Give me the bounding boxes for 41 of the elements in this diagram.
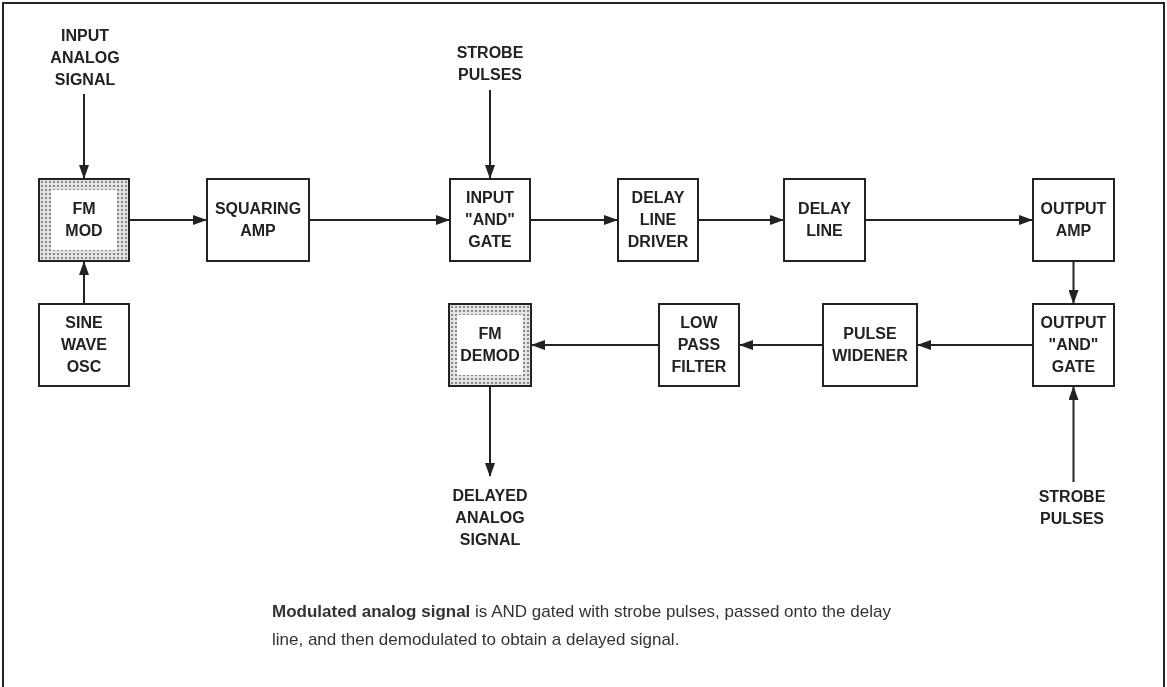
arrow — [485, 386, 495, 477]
signal-label: DELAYED ANALOG SIGNAL — [451, 486, 529, 550]
process-block — [449, 178, 531, 262]
block-label: OUTPUT "AND" GATE — [1039, 313, 1108, 377]
block-label: FM MOD — [64, 199, 104, 241]
block-label: SINE WAVE OSC — [60, 313, 108, 377]
arrow — [917, 340, 1033, 350]
process-block — [822, 303, 918, 387]
arrow — [530, 215, 618, 225]
process-block — [1032, 178, 1115, 262]
arrow — [79, 93, 89, 179]
arrow — [1068, 261, 1079, 304]
block-label: LOW PASS FILTER — [670, 313, 728, 377]
process-block — [617, 178, 699, 262]
block-label: DELAY LINE — [797, 199, 852, 241]
block-label: PULSE WIDENER — [831, 324, 909, 366]
block-label: OUTPUT AMP — [1039, 199, 1108, 241]
arrow — [129, 215, 207, 225]
process-block — [206, 178, 310, 262]
arrow — [531, 340, 659, 350]
shaded-block — [448, 303, 532, 387]
signal-label: STROBE PULSES — [455, 43, 525, 85]
process-block — [658, 303, 740, 387]
process-block — [38, 303, 130, 387]
arrow — [79, 261, 89, 304]
block-label: INPUT "AND" GATE — [464, 188, 516, 252]
caption: Modulated analog signal is AND gated with strobe pulses, passed onto the delay line, and then demodulated to obtain a delayed signal. — [272, 601, 892, 651]
arrow — [865, 215, 1033, 225]
arrow — [485, 89, 495, 179]
process-block — [1032, 303, 1115, 387]
signal-label: INPUT ANALOG SIGNAL — [49, 26, 121, 90]
arrow — [309, 215, 450, 225]
arrow — [698, 215, 784, 225]
signal-label: STROBE PULSES — [1037, 487, 1107, 529]
process-block — [783, 178, 866, 262]
arrow — [739, 340, 823, 350]
block-label: FM DEMOD — [459, 324, 521, 366]
block-label: DELAY LINE DRIVER — [626, 188, 690, 252]
block-label: SQUARING AMP — [213, 199, 303, 241]
arrow — [1068, 386, 1079, 483]
shaded-block — [38, 178, 130, 262]
